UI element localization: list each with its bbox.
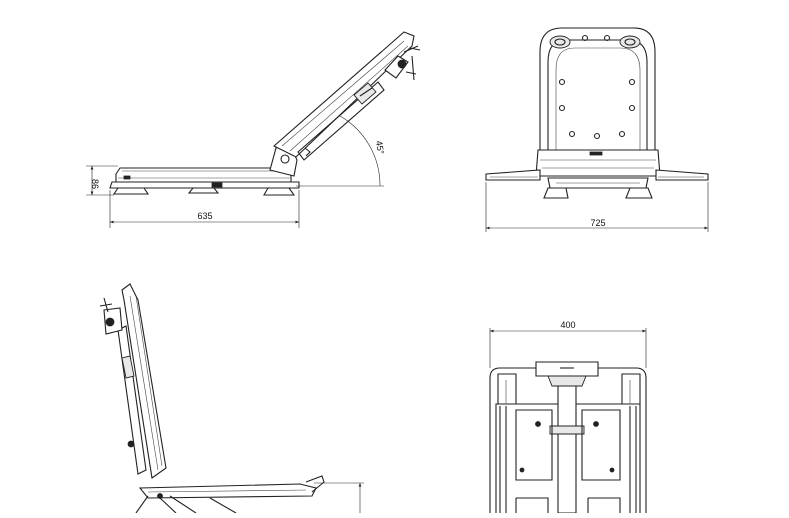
- dim-side-length: 635: [197, 211, 212, 221]
- dim-angle: 45°: [374, 140, 386, 156]
- top-view: [489, 328, 647, 514]
- front-view: [485, 27, 709, 232]
- dim-side-height: 86: [90, 179, 100, 189]
- side-view-upright: [99, 283, 364, 514]
- dim-front-width: 725: [590, 218, 605, 228]
- side-view-reclined: [86, 31, 421, 228]
- dim-top-width: 400: [560, 320, 575, 330]
